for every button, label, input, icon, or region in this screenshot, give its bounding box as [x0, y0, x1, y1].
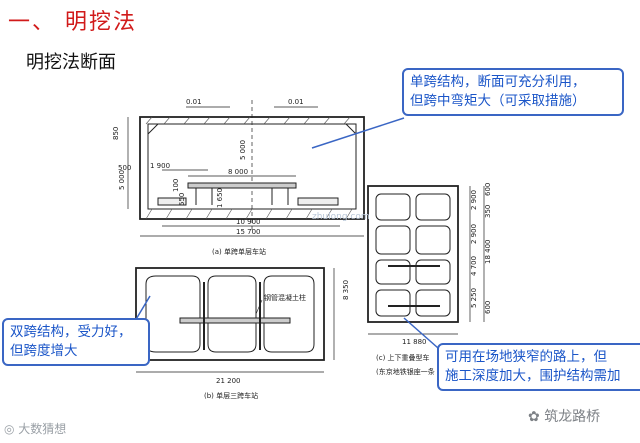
- figure-a-caption: (a) 单跨单层车站: [212, 247, 266, 256]
- watermark-right: ✿ 筑龙路桥: [528, 406, 600, 426]
- figure-c-dim-2900b: 2 900: [470, 224, 478, 244]
- figure-a-dim-top-right: 0.01: [288, 98, 304, 106]
- slide-subtitle: 明挖法断面: [26, 52, 116, 73]
- figure-a-dim-1900: 1 900: [150, 162, 170, 170]
- figure-b-dim-height: 8 350: [342, 280, 350, 300]
- figure-a-platform: [187, 182, 297, 189]
- callout-stacked-line1: 可用在场地狭窄的路上，但: [445, 349, 607, 365]
- figure-b-caption: (b) 单层三跨车站: [204, 391, 258, 400]
- slide-title: 一、 明挖法: [8, 10, 137, 35]
- figure-a-dim-1650: 1 650: [216, 188, 224, 208]
- figure-a-dim-10900: 10 900: [236, 218, 261, 226]
- watermark-left: ◎ 大数猜想: [4, 420, 66, 437]
- figure-a-dim-15700: 15 700: [236, 228, 261, 236]
- figure-a-dim-100: 100: [172, 179, 180, 192]
- figure-c-dim-4700: 4 700: [470, 256, 478, 276]
- figure-c-dim-600: 600: [484, 183, 492, 196]
- figure-b-cell-middle: [207, 275, 257, 353]
- figure-c-stacked: [367, 185, 485, 335]
- figure-c-dim-600b: 600: [484, 301, 492, 314]
- figure-c-dim-width: 11 880: [402, 338, 427, 346]
- figure-b-three-span: [135, 267, 335, 373]
- figure-a-slab-hatch: [145, 116, 353, 220]
- figure-a-dim-5000: 5 000: [118, 170, 126, 190]
- callout-stacked-line2: 施工深度加大，围护结构需加: [445, 368, 621, 384]
- callout-single-span: 单跨结构，断面可充分利用， 但跨中弯矩大（可采取措施）: [402, 68, 624, 116]
- callout-double-span-line2: 但跨度增大: [10, 343, 78, 359]
- figure-a-dim-850: 850: [112, 127, 120, 140]
- figure-c-caption-1: (c) 上下重叠型车: [376, 353, 430, 362]
- watermark-center: zhulong.com: [312, 212, 370, 222]
- figure-b-cell-right: [263, 275, 315, 353]
- figure-b-column-label: 钢管混凝土柱: [264, 293, 306, 302]
- figure-b-platform: [179, 317, 291, 324]
- callout-stacked: 可用在场地狭窄的路上，但 施工深度加大，围护结构需加: [437, 343, 640, 391]
- figure-c-outer-wall: [367, 185, 459, 323]
- figure-a-dim-500: 500: [118, 164, 131, 172]
- figure-a-dimension-labels: 0.01 0.01 850 500 1 900 8 000 5 000 5 00…: [112, 98, 304, 236]
- figure-c-caption-2: (东京地铁银座一条: [376, 367, 435, 376]
- figure-b-dim-width: 21 200: [216, 377, 241, 385]
- callout-single-span-line1: 单跨结构，断面可充分利用，: [410, 74, 586, 90]
- callout-leaders: [131, 117, 439, 349]
- figure-c-dim-350: 350: [484, 205, 492, 218]
- callout-single-span-line2: 但跨中弯矩大（可采取措施）: [410, 93, 586, 109]
- figure-c-dim-2900: 2 900: [470, 190, 478, 210]
- wechat-icon: ✿: [528, 409, 545, 425]
- figure-a-dim-5000-mid: 5 000: [239, 140, 247, 160]
- figure-c-dim-5250: 5 250: [470, 288, 478, 308]
- figure-a-single-span: [127, 100, 365, 237]
- callout-double-span-line1: 双跨结构，受力好，: [10, 324, 132, 340]
- figure-a-dim-8000: 8 000: [228, 168, 248, 176]
- figure-c-dim-18400: 18 400: [484, 240, 492, 265]
- figure-b-cell-left: [145, 275, 201, 353]
- watermark-right-text: 筑龙路桥: [544, 409, 601, 425]
- watermark-left-text: 大数猜想: [18, 422, 67, 436]
- figure-a-dim-top-left: 0.01: [186, 98, 202, 106]
- figure-a-dim-550: 550: [178, 193, 186, 206]
- figure-b-outer-wall: [135, 267, 325, 361]
- weibo-icon: ◎: [4, 422, 19, 436]
- callout-double-span: 双跨结构，受力好， 但跨度增大: [2, 318, 150, 366]
